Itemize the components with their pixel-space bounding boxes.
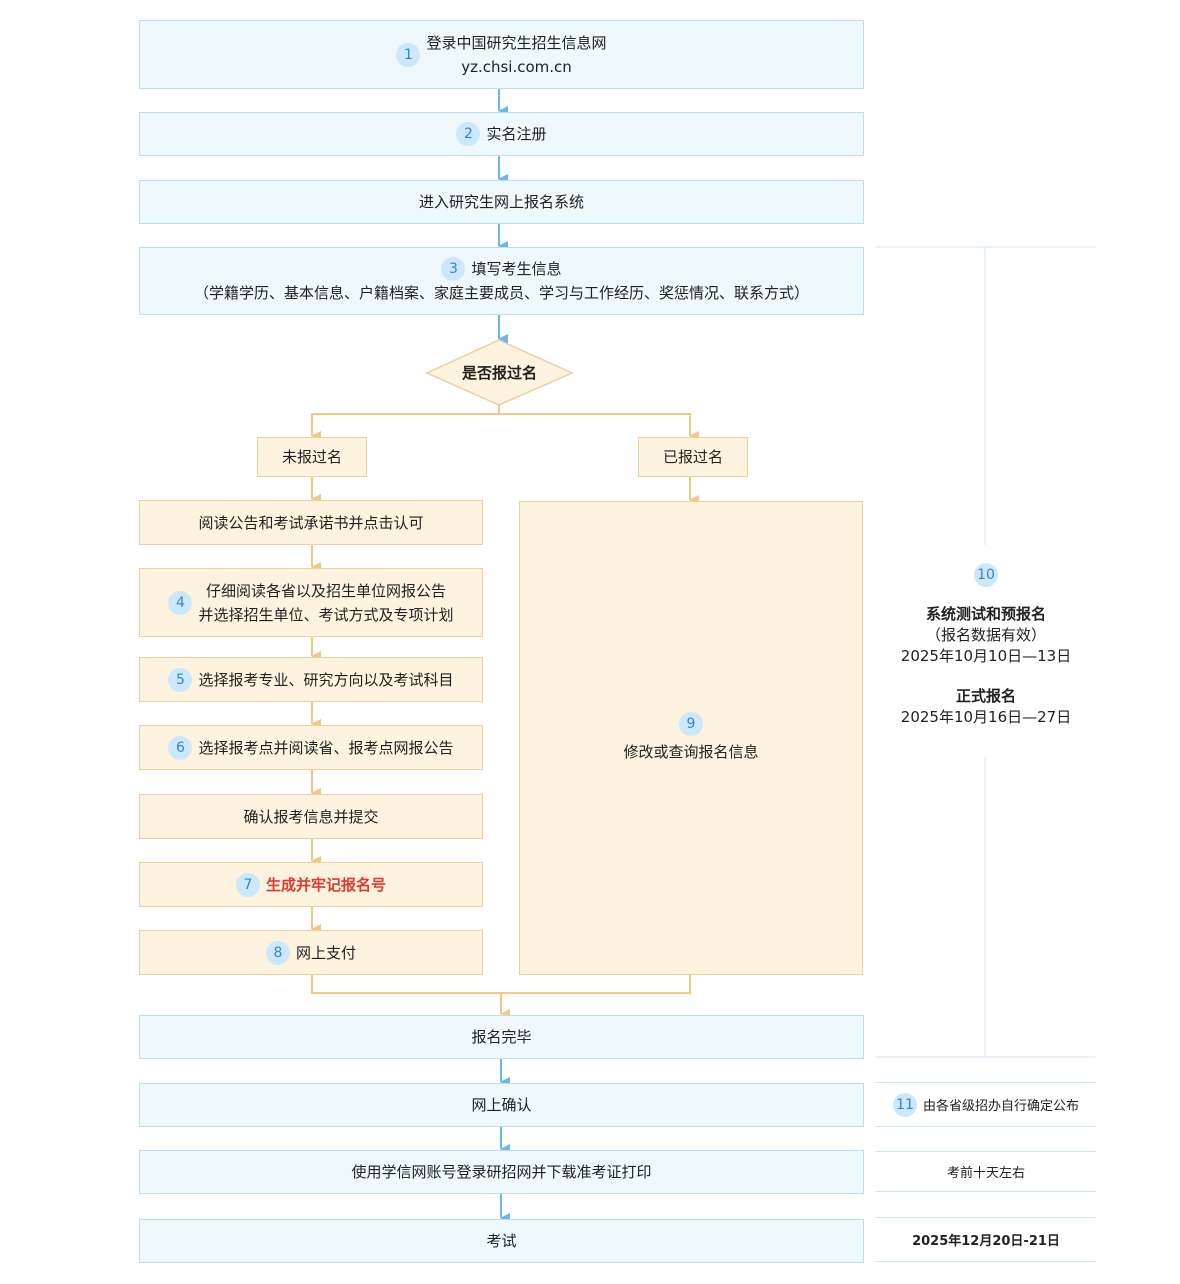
- step-select-site-label: 选择报考点并阅读省、报考点网报公告: [198, 738, 454, 757]
- step-fill-detail: （学籍学历、基本信息、户籍档案、家庭主要成员、学习与工作经历、奖惩情况、联系方式…: [193, 284, 809, 302]
- step-online-confirm: 网上确认: [139, 1083, 864, 1127]
- decision-text: 是否报过名: [461, 364, 537, 382]
- step-exam: 考试: [139, 1219, 864, 1263]
- timeline-confirmation: 11 由各省级招办自行确定公布: [876, 1082, 1096, 1127]
- step-register: 2 实名注册: [139, 112, 864, 156]
- step-read-notice: 阅读公告和考试承诺书并点击认可: [139, 500, 483, 545]
- branch-not-registered-label: 未报过名: [281, 448, 342, 466]
- step-generate-id: 7 生成并牢记报名号: [139, 862, 483, 907]
- timeline-exam-date-label: 2025年12月20日-21日: [912, 1234, 1060, 1249]
- step-number-badge: 1: [396, 42, 421, 67]
- step-pay: 8 网上支付: [139, 930, 483, 975]
- step-select-unit-line2: 并选择招生单位、考试方式及专项计划: [198, 605, 454, 624]
- step-number-badge: 4: [168, 590, 193, 615]
- branch-registered-label: 已报过名: [662, 448, 723, 466]
- step-number-badge: 7: [235, 872, 260, 897]
- site-url: yz.chsi.com.cn: [461, 57, 572, 76]
- decision-diamond: [425, 339, 574, 406]
- step-online-confirm-label: 网上确认: [471, 1096, 532, 1114]
- step-download-ticket-label: 使用学信网账号登录研招网并下载准考证打印: [351, 1163, 652, 1181]
- timeline-exam-date: 2025年12月20日-21日: [876, 1217, 1096, 1262]
- step-fill-title: 填写考生信息: [471, 260, 562, 278]
- step-number-badge: 6: [168, 735, 193, 760]
- step-login: 1 登录中国研究生招生信息网 yz.chsi.com.cn: [139, 20, 864, 89]
- branch-line: [499, 413, 699, 441]
- step-fill-info: 3 填写考生信息 （学籍学历、基本信息、户籍档案、家庭主要成员、学习与工作经历、…: [139, 247, 864, 315]
- step-complete: 报名完毕: [139, 1015, 864, 1059]
- step-number-badge: 11: [892, 1092, 917, 1117]
- step-select-major-label: 选择报考专业、研究方向以及考试科目: [198, 670, 454, 689]
- step-modify-query: 9 修改或查询报名信息: [519, 501, 863, 975]
- step-enter-system: 进入研究生网上报名系统: [139, 180, 864, 224]
- pre-registration-title: 系统测试和预报名: [925, 605, 1046, 623]
- step-number-badge: 5: [168, 667, 193, 692]
- step-number-badge: 8: [265, 940, 290, 965]
- step-select-site: 6 选择报考点并阅读省、报考点网报公告: [139, 725, 483, 770]
- pre-registration-note: （报名数据有效）: [925, 626, 1046, 644]
- step-select-major: 5 选择报考专业、研究方向以及考试科目: [139, 657, 483, 702]
- formal-registration-title: 正式报名: [955, 687, 1016, 705]
- formal-registration-dates: 2025年10月16日—27日: [900, 708, 1072, 726]
- step-complete-label: 报名完毕: [471, 1028, 532, 1046]
- step-number-badge: 3: [441, 257, 466, 281]
- step-pay-label: 网上支付: [295, 943, 356, 962]
- step-number-badge: 2: [456, 122, 481, 146]
- decision-label: 是否报过名: [427, 361, 572, 385]
- step-download-ticket: 使用学信网账号登录研招网并下载准考证打印: [139, 1150, 864, 1194]
- step-confirm-submit-label: 确认报考信息并提交: [243, 807, 379, 826]
- timeline-ticket-label: 考前十天左右: [946, 1166, 1025, 1181]
- step-number-badge: 10: [974, 563, 998, 587]
- branch-line: [311, 405, 500, 441]
- step-register-label: 实名注册: [486, 125, 547, 143]
- merge-line: [311, 975, 691, 994]
- step-confirm-submit: 确认报考信息并提交: [139, 794, 483, 839]
- step-login-title: 登录中国研究生招生信息网: [426, 33, 607, 52]
- step-select-unit: 4 仔细阅读各省以及招生单位网报公告 并选择招生单位、考试方式及专项计划: [139, 568, 483, 637]
- branch-not-registered: 未报过名: [257, 437, 367, 477]
- branch-registered: 已报过名: [638, 437, 748, 477]
- timeline-registration: 10 系统测试和预报名 （报名数据有效） 2025年10月10日—13日 正式报…: [876, 563, 1096, 728]
- step-read-notice-label: 阅读公告和考试承诺书并点击认可: [198, 513, 424, 532]
- step-generate-id-label: 生成并牢记报名号: [265, 875, 386, 894]
- pre-registration-dates: 2025年10月10日—13日: [900, 647, 1072, 665]
- step-select-unit-line1: 仔细阅读各省以及招生单位网报公告: [205, 581, 446, 600]
- timeline-ticket: 考前十天左右: [876, 1151, 1096, 1192]
- timeline-confirmation-label: 由各省级招办自行确定公布: [922, 1099, 1079, 1114]
- step-number-badge: 9: [678, 712, 703, 736]
- step-exam-label: 考试: [486, 1232, 517, 1250]
- step-enter-label: 进入研究生网上报名系统: [418, 193, 584, 211]
- step-modify-label: 修改或查询报名信息: [623, 743, 759, 761]
